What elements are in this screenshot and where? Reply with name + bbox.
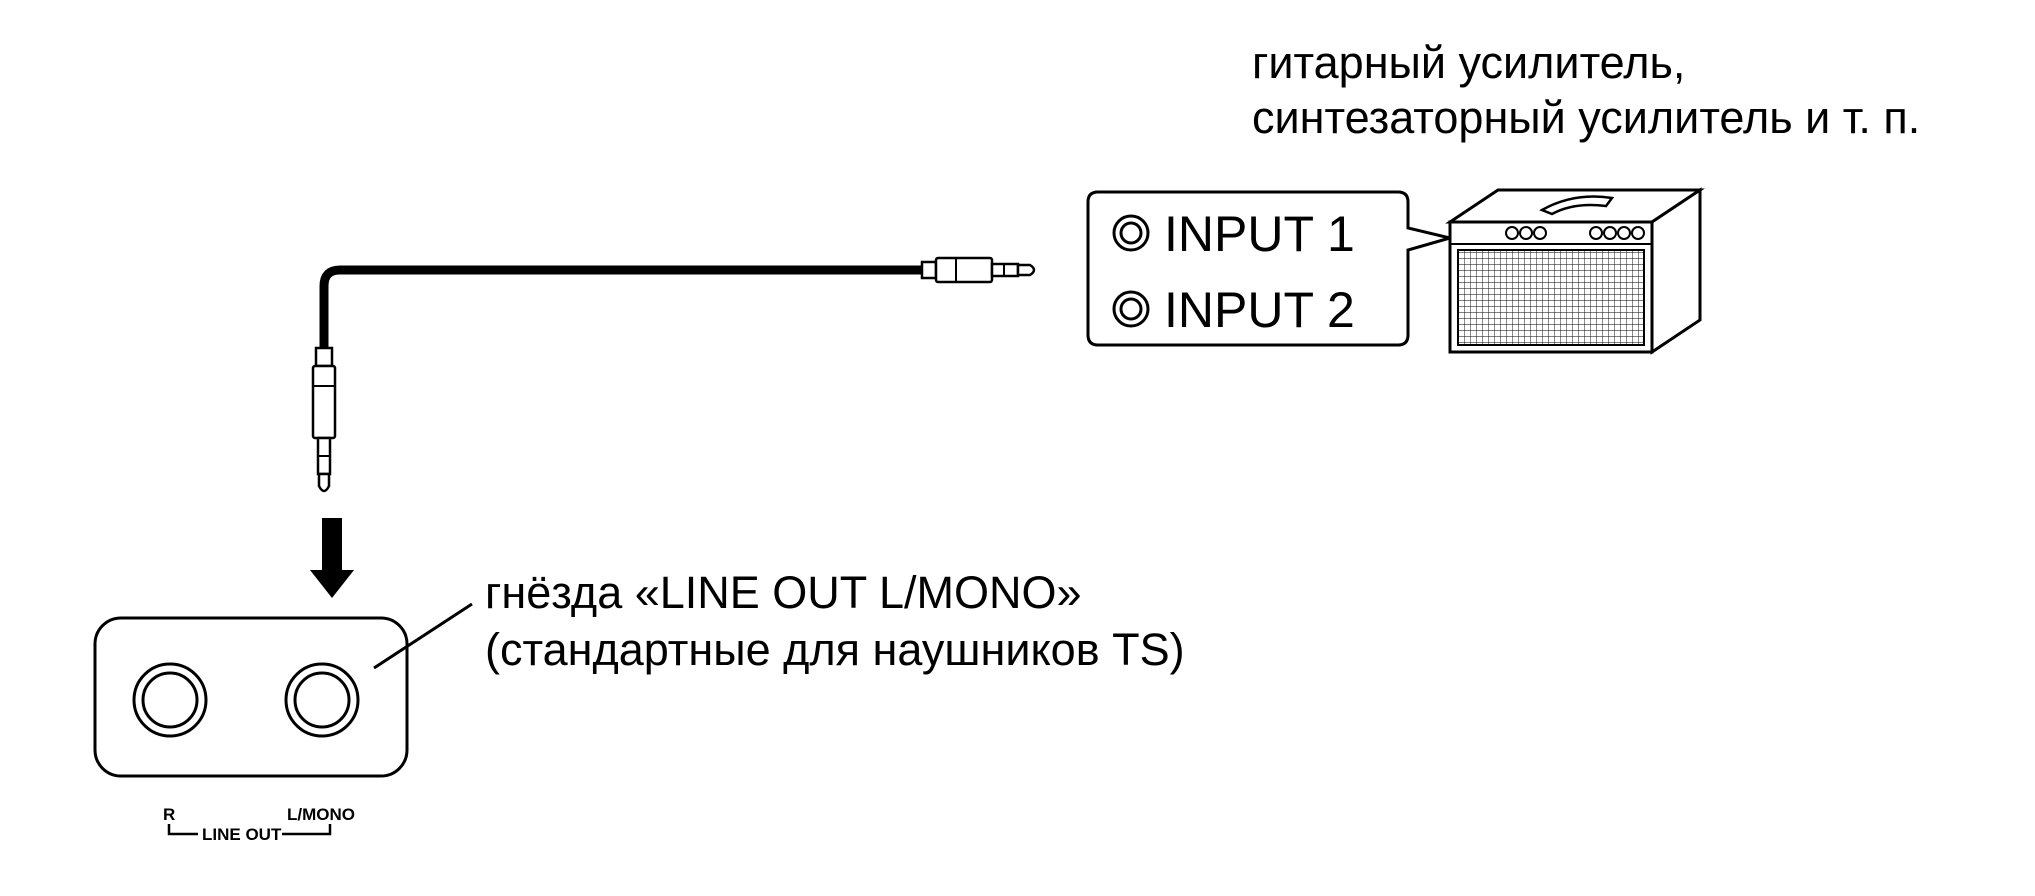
input-1-label: INPUT 1 xyxy=(1164,206,1355,262)
jack-label-line2: (стандартные для наушников TS) xyxy=(485,624,1185,675)
input-jack-1-icon xyxy=(1112,214,1150,252)
audio-cable xyxy=(319,265,924,350)
input-2-label: INPUT 2 xyxy=(1164,282,1355,338)
amp-label-line2: синтезаторный усилитель и т. п. xyxy=(1252,92,1920,143)
amplifier-icon xyxy=(1445,187,1705,355)
input-callout-box xyxy=(1086,190,1456,347)
panel-label-l-mono: L/MONO xyxy=(287,805,355,824)
line-out-r-jack-icon xyxy=(132,662,208,738)
line-out-l-mono-jack-icon xyxy=(284,662,360,738)
panel-label-r: R xyxy=(163,805,175,824)
jack-label-line1: гнёзда «LINE OUT L/MONO» xyxy=(485,567,1082,618)
line-out-bracket xyxy=(167,824,332,836)
line-out-plug-icon xyxy=(311,346,337,493)
insert-down-arrow-icon xyxy=(310,518,354,598)
jack-label-leader-line xyxy=(373,602,473,670)
amp-label-line1: гитарный усилитель, xyxy=(1252,37,1685,88)
amp-plug-icon xyxy=(920,256,1036,284)
panel-label-line-out: LINE OUT xyxy=(202,825,282,844)
input-jack-2-icon xyxy=(1112,290,1150,328)
